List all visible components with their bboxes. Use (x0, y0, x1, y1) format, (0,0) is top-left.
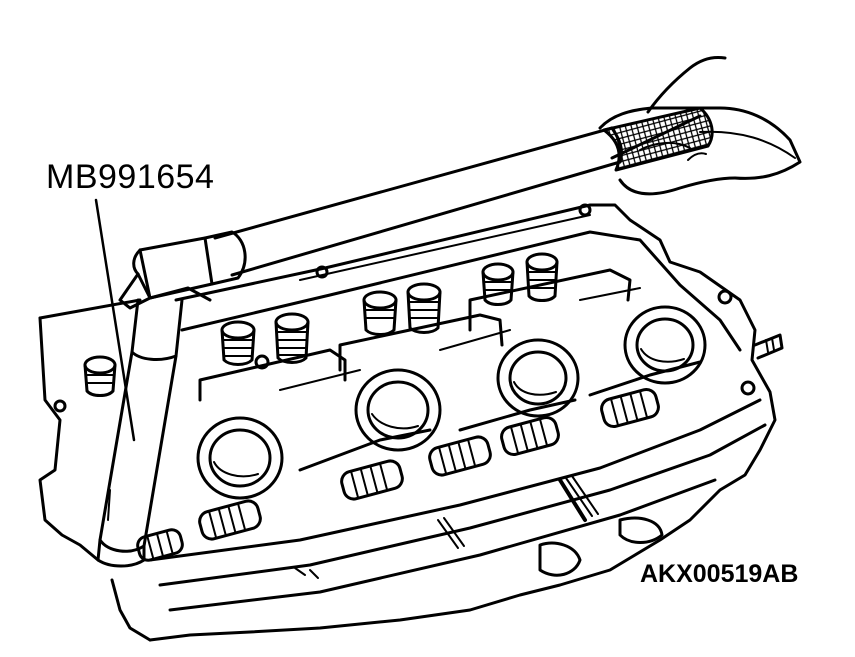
cylinder-head-body (38, 203, 784, 642)
torque-wrench (118, 106, 714, 310)
valve-springs-lower (136, 387, 660, 562)
rocker-arms (198, 268, 702, 472)
figure-code: AKX00519AB (640, 560, 799, 588)
tool-leader-line (94, 198, 136, 442)
valve-adjusters (83, 252, 559, 397)
special-tool-mb991654 (96, 298, 184, 568)
journal-3 (496, 338, 580, 418)
journal-1 (196, 416, 284, 500)
camshaft-journals (196, 305, 707, 500)
journal-2 (354, 368, 442, 452)
tool-label: MB991654 (46, 158, 215, 196)
